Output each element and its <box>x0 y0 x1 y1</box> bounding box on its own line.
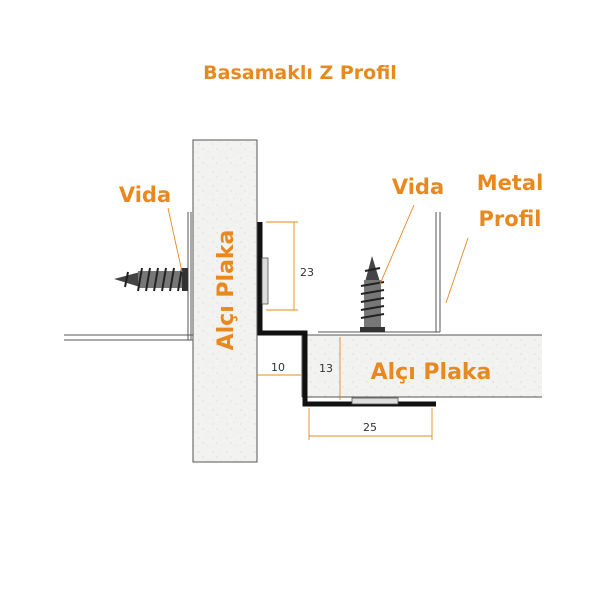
diagram-title: Basamaklı Z Profil <box>203 62 397 84</box>
label-profil: Profil <box>479 207 542 231</box>
vertical-plasterboard <box>192 139 258 463</box>
left-screw-icon <box>114 267 188 292</box>
dimension-25-label: 25 <box>363 421 377 434</box>
dimension-13-label: 13 <box>319 362 333 375</box>
label-alci-plaka-horizontal: Alçı Plaka <box>371 360 492 385</box>
dimension-10-label: 10 <box>271 361 285 374</box>
label-vida-right: Vida <box>392 175 444 199</box>
label-metal: Metal <box>477 171 544 195</box>
stepped-z-profile <box>257 222 436 407</box>
label-alci-plaka-vertical: Alçı Plaka <box>214 230 239 351</box>
right-screw-icon <box>360 256 385 332</box>
dimension-25-line <box>308 408 433 440</box>
label-vida-left: Vida <box>119 183 171 207</box>
leader-lines <box>167 204 469 304</box>
dimension-23-line <box>266 221 298 311</box>
dimension-23-label: 23 <box>300 266 314 279</box>
